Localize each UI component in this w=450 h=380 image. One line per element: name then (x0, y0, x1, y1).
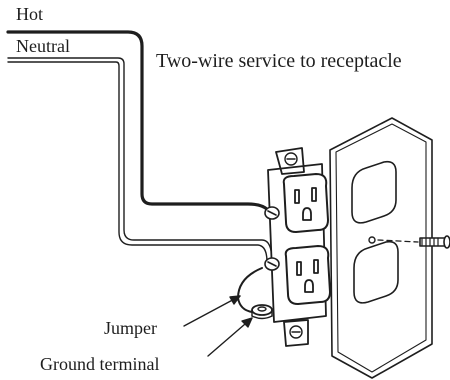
hot-terminal-screw-icon (264, 206, 280, 220)
cover-screw-icon (419, 235, 450, 249)
upper-outlet (282, 173, 329, 233)
strap-screw-icon (284, 152, 303, 339)
ground-terminal-arrow (207, 317, 253, 357)
ground-terminal (251, 304, 273, 320)
hot-label: Hot (16, 4, 43, 24)
lower-outlet (284, 245, 331, 305)
ground-terminal-label: Ground terminal (40, 354, 160, 374)
hot-wire (6, 30, 270, 212)
jumper-arrow (183, 295, 241, 327)
neutral-terminal-screw-icon (264, 257, 280, 271)
jumper-label: Jumper (104, 318, 157, 338)
cover-plate (329, 117, 433, 379)
diagram-title: Two-wire service to receptacle (156, 50, 402, 72)
neutral-wire (7, 57, 273, 263)
neutral-label: Neutral (16, 36, 70, 56)
alignment-dashed-line (377, 239, 419, 243)
